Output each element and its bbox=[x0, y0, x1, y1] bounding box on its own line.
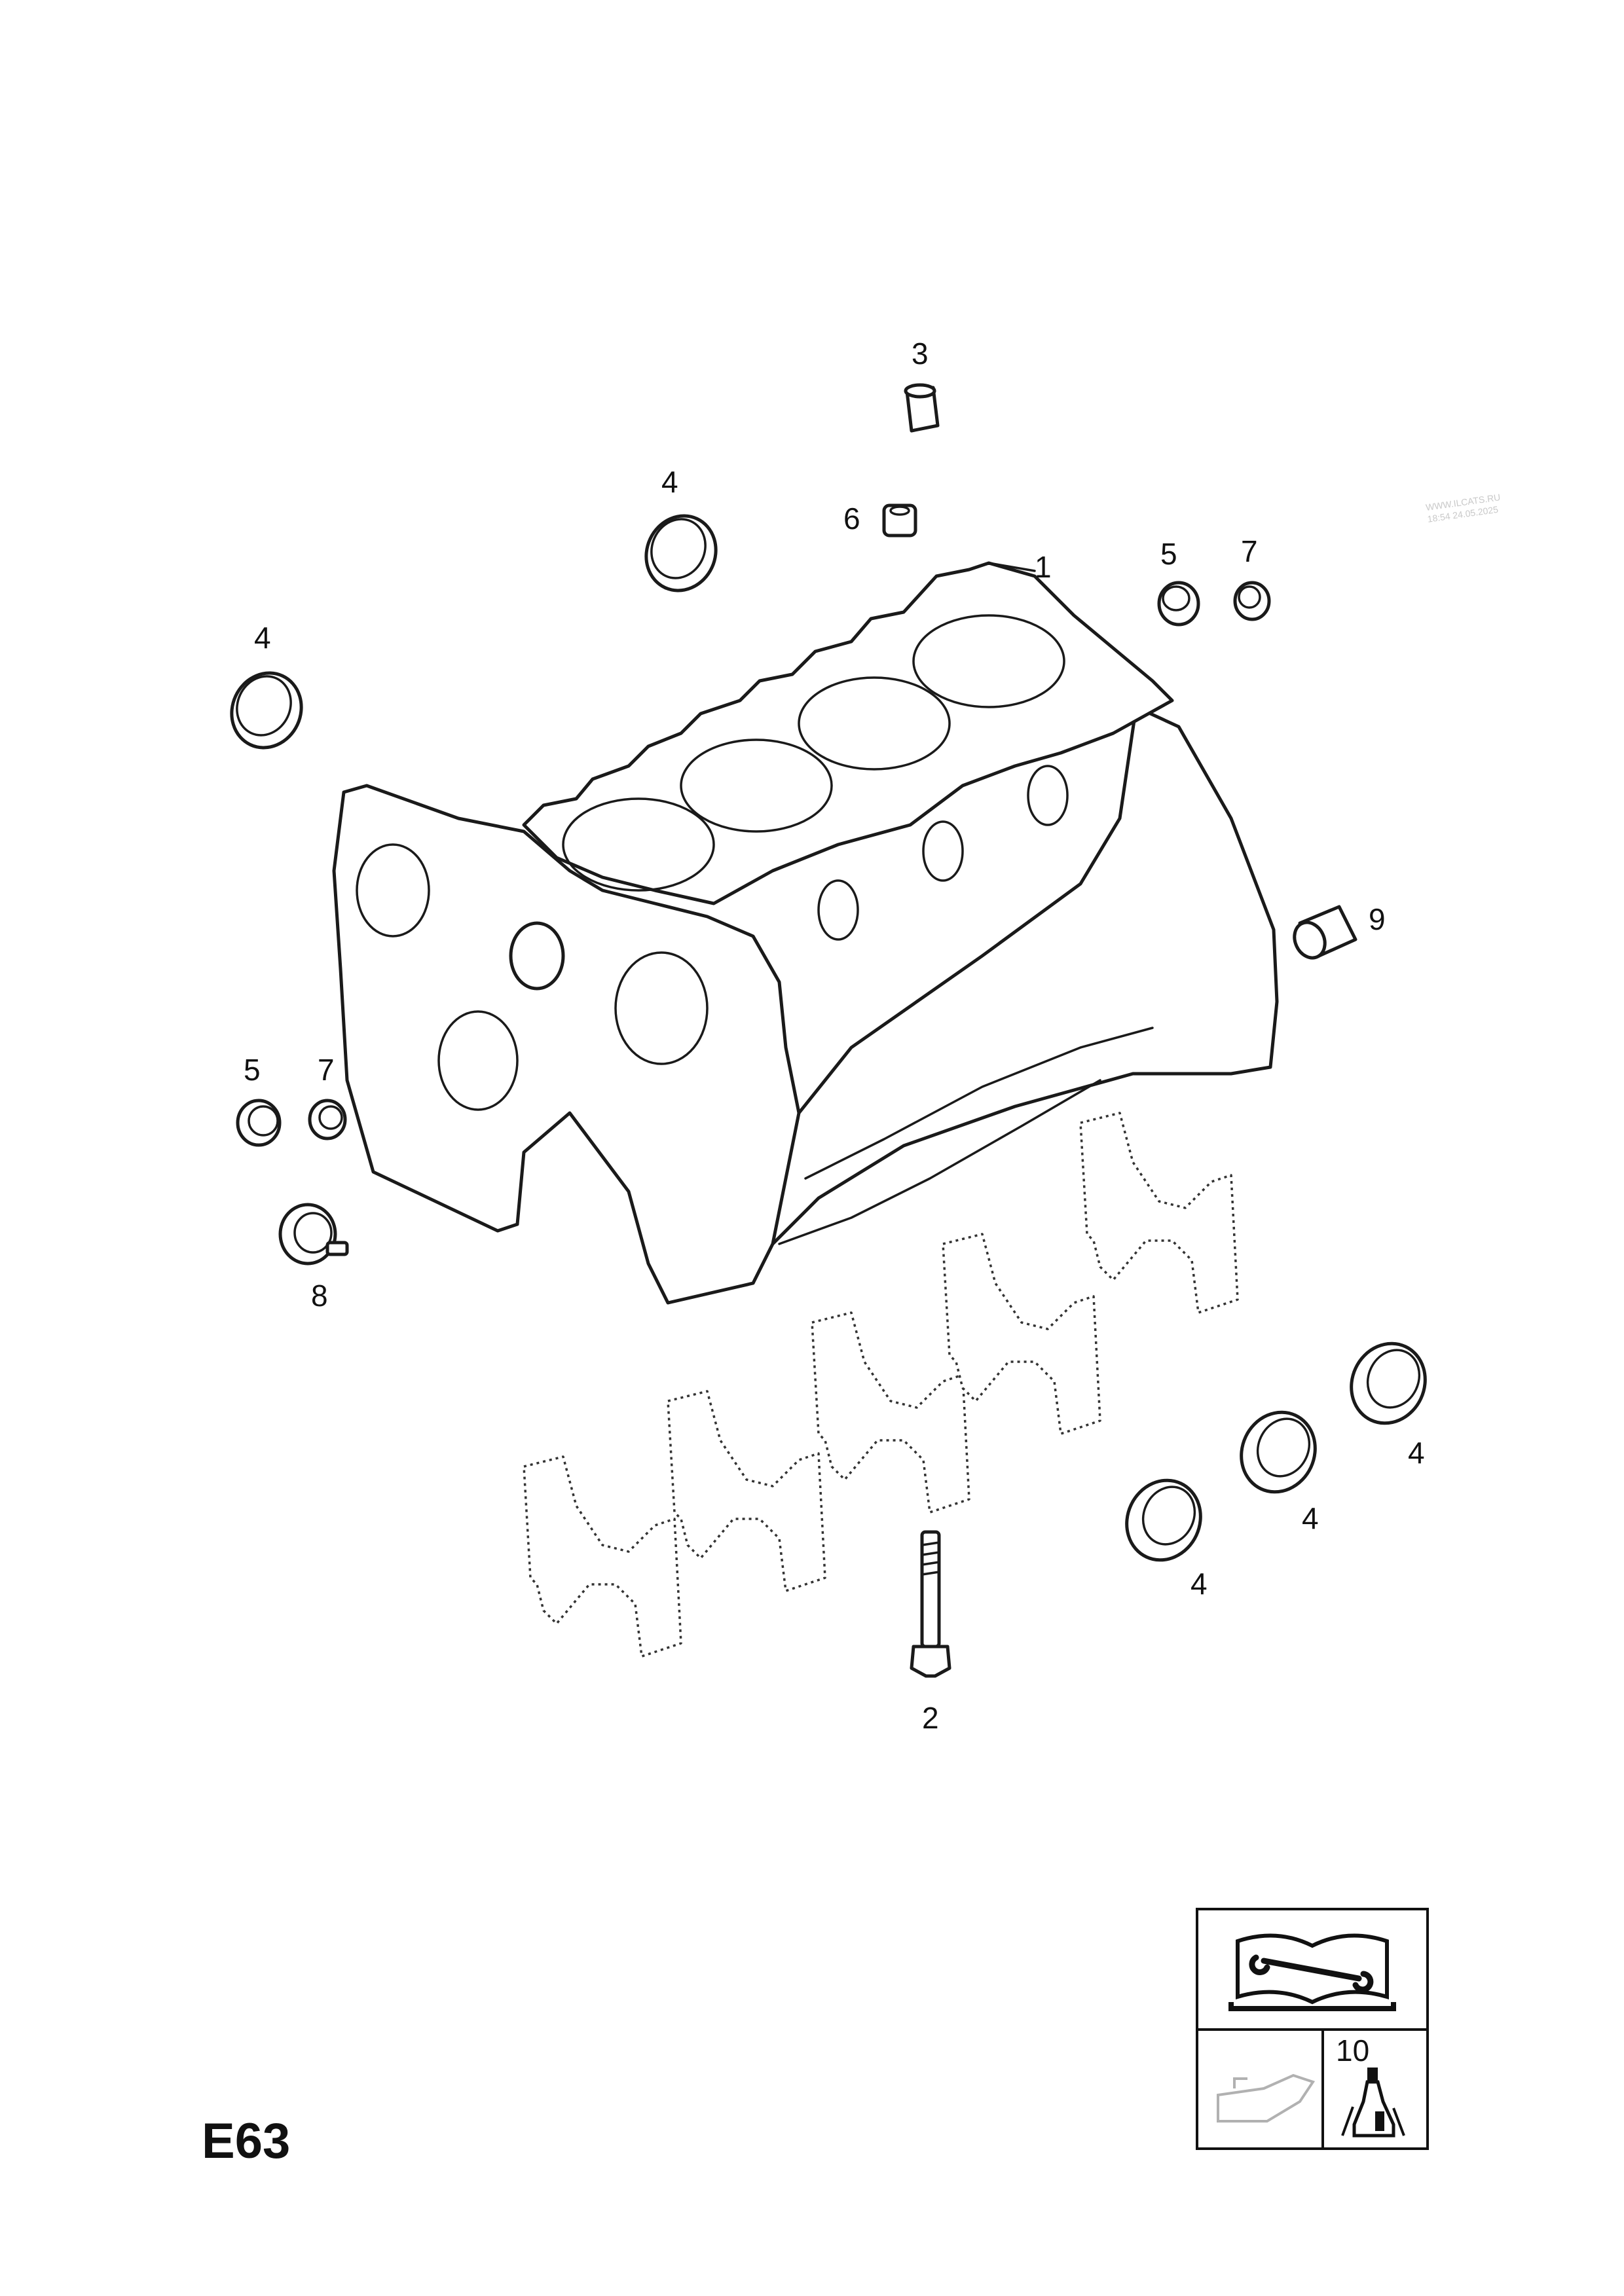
side-port-3 bbox=[817, 879, 859, 941]
callout-4[interactable]: 4 bbox=[1302, 1501, 1319, 1535]
sealant-bottle-icon[interactable] bbox=[1341, 2068, 1405, 2138]
side-port-1 bbox=[1027, 765, 1069, 826]
page-code: E63 bbox=[202, 2113, 290, 2169]
front-bore-side bbox=[614, 951, 709, 1065]
side-port-2 bbox=[922, 820, 964, 882]
callout-9[interactable]: 9 bbox=[1369, 902, 1386, 936]
engine-block[interactable] bbox=[332, 561, 1279, 1305]
callout-7[interactable]: 7 bbox=[1241, 534, 1258, 568]
cylinder-bore-1 bbox=[912, 614, 1065, 708]
bottle-cap bbox=[1367, 2068, 1378, 2082]
sleeve-hole bbox=[889, 505, 910, 516]
part-4-cap-top[interactable] bbox=[634, 504, 728, 602]
plug-rim bbox=[308, 1099, 347, 1140]
callout-4[interactable]: 4 bbox=[661, 465, 678, 499]
plug-thread bbox=[325, 1241, 349, 1256]
callout-4[interactable]: 4 bbox=[1408, 1436, 1425, 1470]
bearing-caps bbox=[523, 1112, 1239, 1658]
ring-inner bbox=[1256, 1417, 1311, 1478]
sleeve-end bbox=[1293, 920, 1327, 960]
cylinder-bore-2 bbox=[798, 676, 951, 771]
callout-5[interactable]: 5 bbox=[1160, 537, 1177, 571]
part-7-plug-left[interactable] bbox=[308, 1099, 347, 1140]
callout-4[interactable]: 4 bbox=[254, 621, 271, 655]
wrench bbox=[1249, 1954, 1374, 1993]
bolt-shank bbox=[920, 1530, 941, 1649]
plug-face bbox=[1162, 585, 1190, 611]
ring-outer bbox=[1125, 1478, 1202, 1562]
callout-8[interactable]: 8 bbox=[311, 1279, 328, 1313]
bearing-cap-5 bbox=[1079, 1112, 1239, 1314]
cylinder-bore-3 bbox=[680, 738, 833, 833]
plug-flange bbox=[278, 1203, 337, 1266]
plug-face bbox=[318, 1105, 343, 1130]
callout-1[interactable]: 1 bbox=[1035, 550, 1052, 584]
ring-outer bbox=[1240, 1410, 1317, 1494]
plug-rim bbox=[1233, 581, 1271, 621]
ring-outer bbox=[1350, 1341, 1427, 1425]
part-7-plug-top[interactable] bbox=[1233, 581, 1271, 621]
plug-face bbox=[1238, 585, 1261, 609]
callout-7[interactable]: 7 bbox=[318, 1053, 335, 1087]
part-5-plug-left[interactable] bbox=[236, 1099, 282, 1147]
ring-inner bbox=[1141, 1485, 1196, 1546]
part-4-cap-left[interactable] bbox=[219, 661, 313, 759]
plug-hex bbox=[293, 1212, 333, 1254]
bottle-stand bbox=[1341, 2106, 1405, 2136]
legend-box: 10 bbox=[1196, 1908, 1429, 2150]
bearing-cap-1 bbox=[523, 1455, 682, 1658]
sleeve-body bbox=[882, 503, 917, 538]
bearing-cap-4 bbox=[942, 1233, 1101, 1435]
repair-manual-icon[interactable] bbox=[1228, 1933, 1396, 2011]
bolt-thread bbox=[921, 1541, 940, 1576]
callout-2[interactable]: 2 bbox=[922, 1701, 939, 1735]
part-6-sleeve[interactable] bbox=[882, 503, 917, 538]
watermark: WWW.ILCATS.RU 18:54 24.05.2025 bbox=[1425, 492, 1501, 524]
callout-6[interactable]: 6 bbox=[843, 501, 860, 536]
front-boss bbox=[509, 921, 565, 991]
block-deck bbox=[522, 561, 1174, 905]
ring-inner bbox=[1366, 1349, 1421, 1409]
callout-3[interactable]: 3 bbox=[912, 337, 929, 371]
front-bore-lower bbox=[437, 1010, 519, 1111]
part-5-plug-top[interactable] bbox=[1157, 581, 1200, 627]
cap-rim bbox=[644, 514, 718, 592]
bearing-cap-2 bbox=[667, 1390, 826, 1592]
plug-face bbox=[248, 1105, 279, 1137]
part-8-threaded-plug[interactable] bbox=[278, 1203, 349, 1266]
callout-5[interactable]: 5 bbox=[244, 1053, 261, 1087]
front-bore-upper bbox=[356, 843, 430, 938]
block-front-face bbox=[332, 784, 801, 1305]
cap-rim bbox=[230, 671, 303, 750]
book-base bbox=[1228, 2002, 1396, 2011]
block-bottom-rail bbox=[778, 1027, 1154, 1245]
bolt-head bbox=[910, 1645, 951, 1678]
cylinder-bore-4 bbox=[562, 797, 715, 892]
part-3-plug[interactable] bbox=[904, 383, 940, 433]
legend-item-10[interactable]: 10 bbox=[1336, 2033, 1369, 2068]
oil-can-icon bbox=[1217, 2073, 1316, 2123]
bearing-cap-3 bbox=[811, 1311, 970, 1514]
part-9-sleeve[interactable] bbox=[1289, 905, 1357, 963]
cap-face bbox=[650, 518, 707, 579]
bottle-label bbox=[1375, 2111, 1384, 2131]
leader-part-1 bbox=[987, 562, 1036, 572]
part-4-ring-2[interactable] bbox=[1228, 1400, 1328, 1504]
plug-top bbox=[904, 383, 936, 399]
cap-face bbox=[236, 675, 292, 737]
leader-lines bbox=[987, 562, 1036, 572]
part-2-bolt[interactable] bbox=[910, 1530, 951, 1678]
part-4-ring-3[interactable] bbox=[1338, 1332, 1438, 1436]
part-4-ring-1[interactable] bbox=[1114, 1468, 1213, 1573]
callout-4[interactable]: 4 bbox=[1190, 1567, 1208, 1601]
block-right-wall bbox=[771, 705, 1279, 1246]
